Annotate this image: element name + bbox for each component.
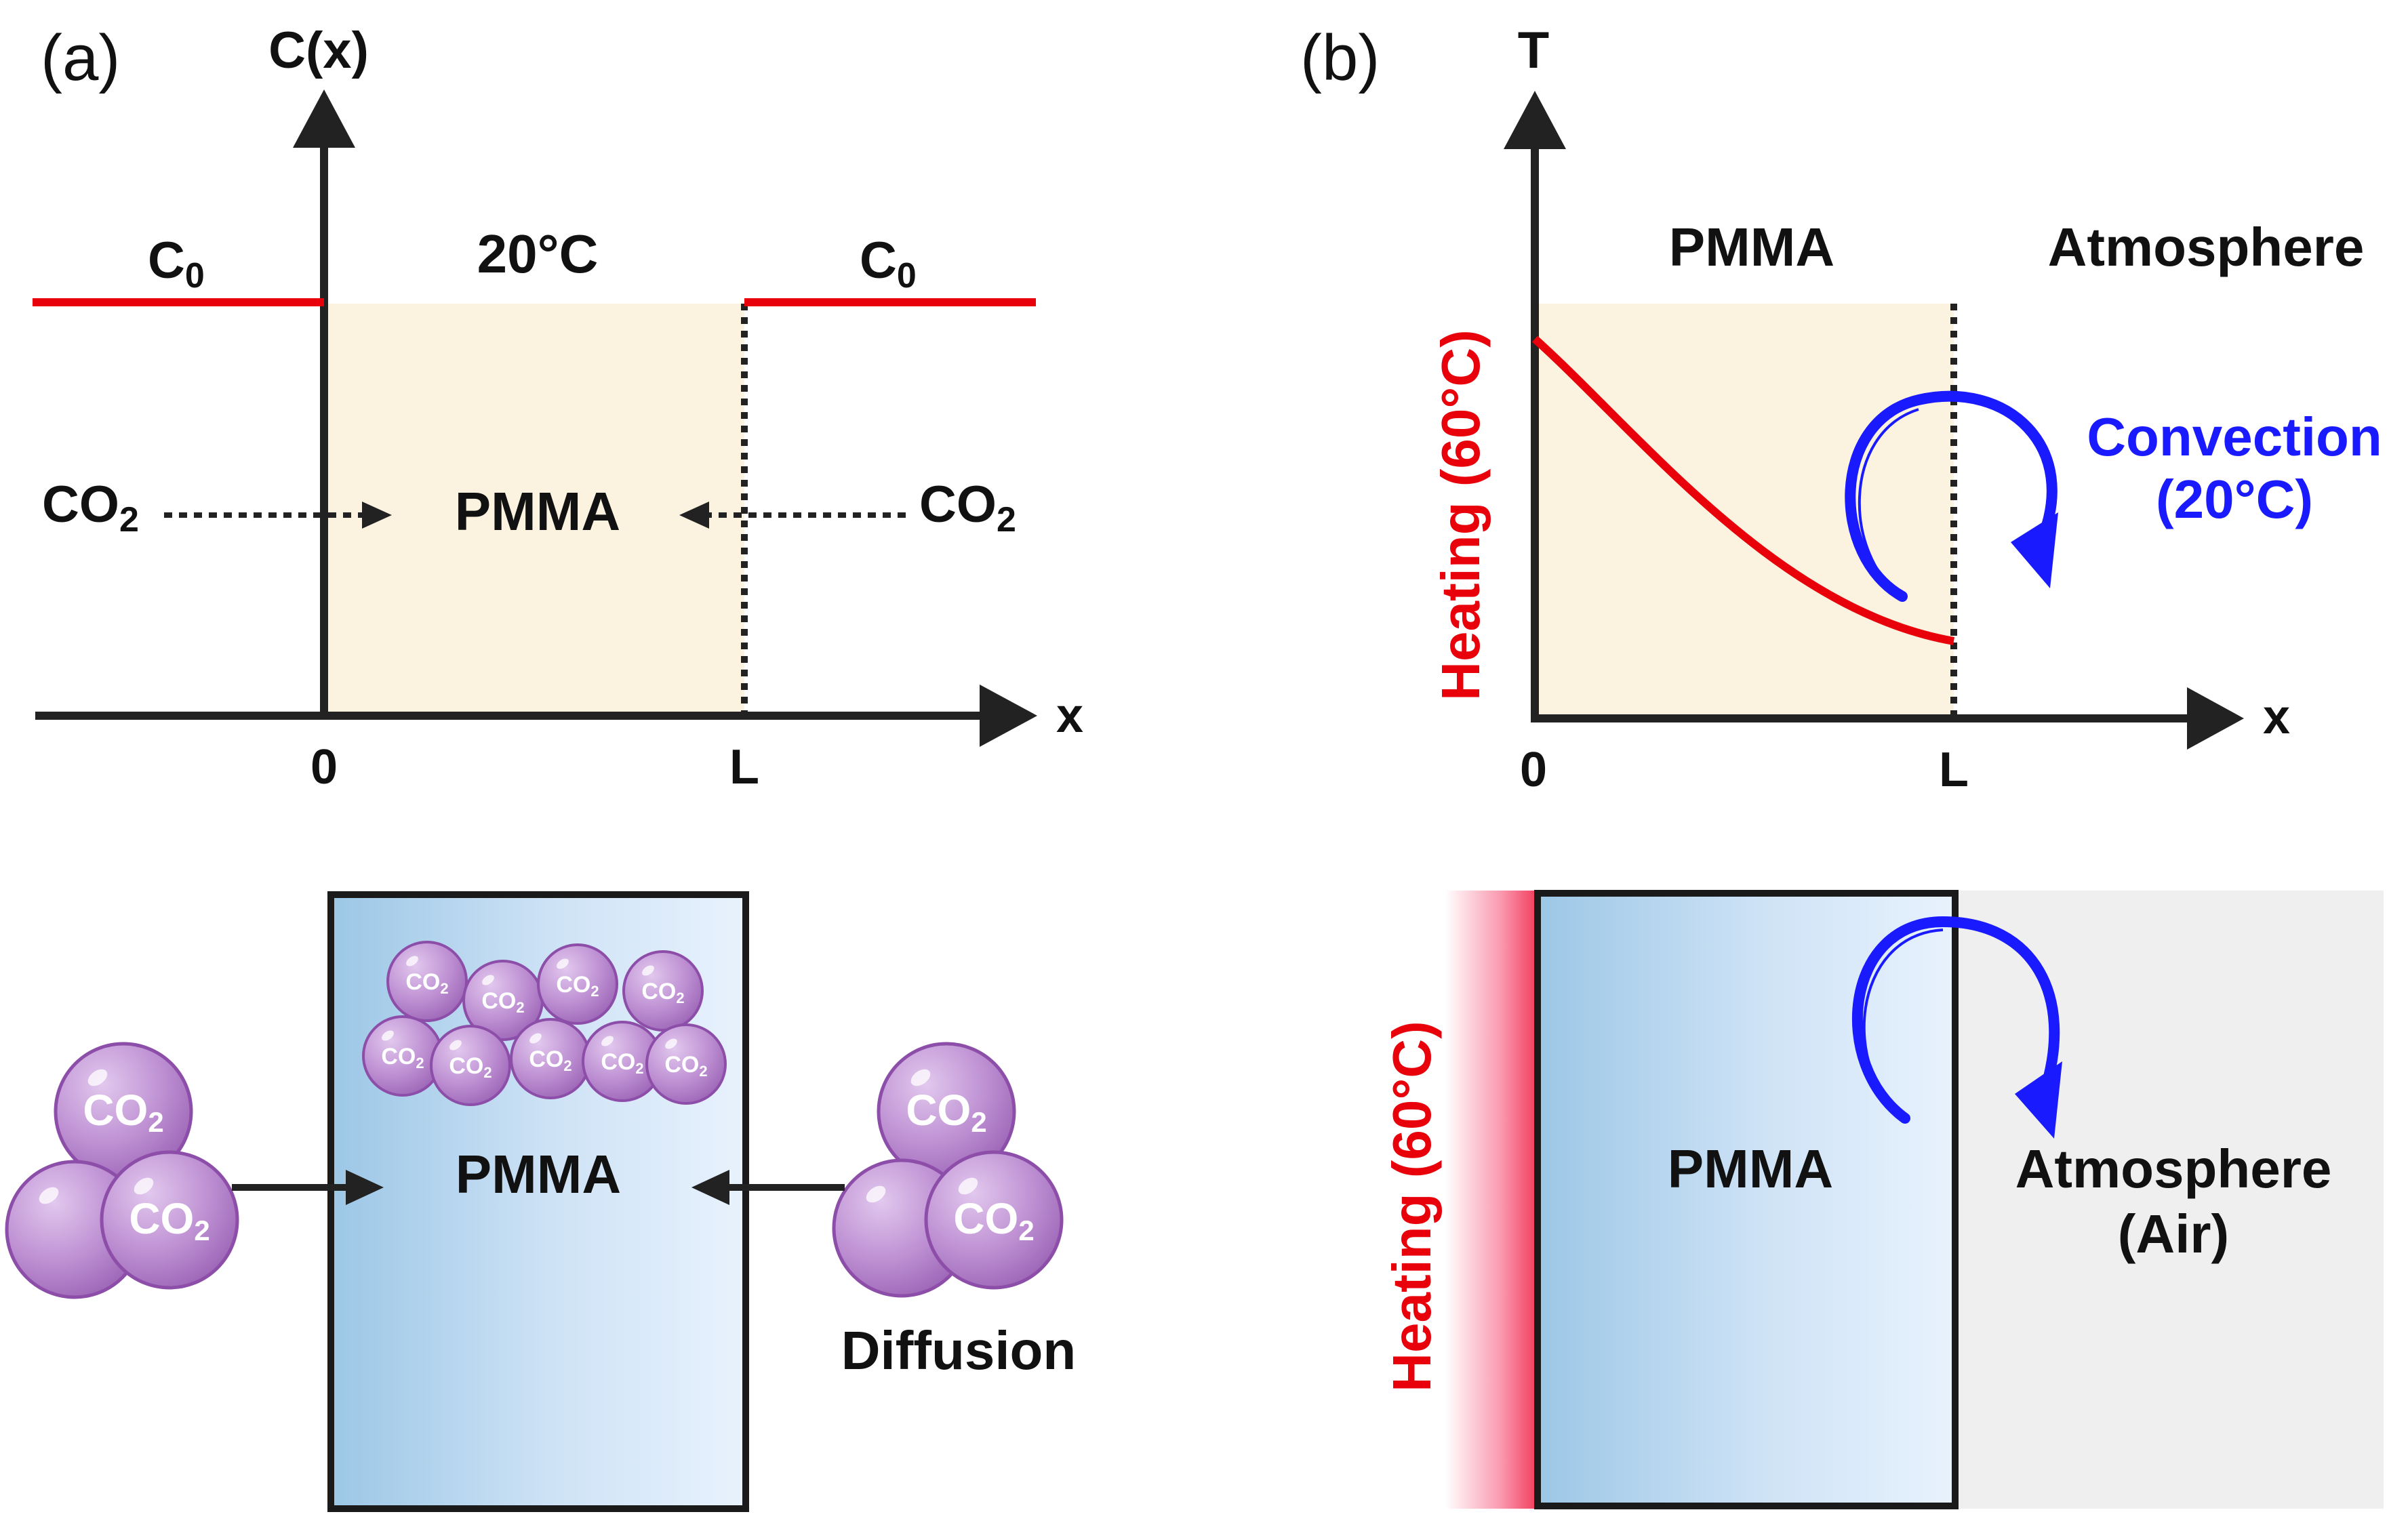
- material-label-b: PMMA: [1669, 217, 1834, 277]
- atmosphere-label: Atmosphere: [2048, 217, 2365, 277]
- y-axis-arrowhead: [293, 89, 355, 148]
- panel-b-label: (b): [1300, 22, 1380, 94]
- tick-length-b: L: [1939, 743, 1969, 797]
- heating-label: Heating (60°C): [1430, 329, 1491, 701]
- heater-region: [1445, 891, 1538, 1509]
- y-axis-b-label: T: [1518, 22, 1549, 79]
- svg-text:CO2: CO2: [664, 1052, 707, 1080]
- svg-text:CO2: CO2: [481, 988, 524, 1016]
- temperature-label: 20°C: [477, 224, 599, 284]
- atmosphere-sub-label: (Air): [2118, 1204, 2229, 1264]
- svg-text:CO2: CO2: [641, 979, 684, 1006]
- slab-label: PMMA: [456, 1144, 621, 1204]
- convection-icon-b: [1851, 916, 2062, 1139]
- pmma-slab-b: [1534, 890, 1959, 1509]
- left-concentration-label: C0: [148, 232, 205, 295]
- heating-label-b: Heating (60°C): [1382, 1021, 1442, 1392]
- panel-a-illustration: CO2 CO2 CO2 CO2 CO2 CO2 CO2 CO2 CO2 PMMA…: [7, 891, 1077, 1512]
- right-inflow-arrowhead: [691, 1170, 729, 1205]
- tick-origin: 0: [310, 740, 338, 794]
- x-axis-arrowhead: [980, 685, 1037, 747]
- panel-b-illustration: Heating (60°C) PMMA Atmosphere (Air): [1382, 890, 2384, 1509]
- pmma-region: [324, 304, 744, 716]
- convection-icon: [1845, 390, 2058, 602]
- x-axis-b-arrowhead: [2187, 687, 2244, 750]
- atmosphere-label-b: Atmosphere: [2015, 1139, 2332, 1199]
- panel-b-chart: (b) x T PMMA Atmosphere Heating (60°C) C…: [1300, 22, 2382, 797]
- panel-a-chart: (a) x C(x) C0 C0 20°C PMMA CO2: [33, 22, 1083, 794]
- left-diffusion-arrowhead: [362, 502, 392, 529]
- y-axis-b-arrowhead: [1504, 91, 1566, 149]
- pmma-region-b: [1535, 304, 1954, 718]
- tick-length: L: [729, 740, 759, 794]
- convection-label: Convection: [2087, 407, 2382, 467]
- atmosphere-region: [1956, 891, 2384, 1509]
- left-inflow-arrowhead: [346, 1170, 384, 1205]
- right-concentration-label: C0: [860, 232, 917, 295]
- y-axis-label: C(x): [268, 22, 369, 79]
- left-gas-label: CO2: [42, 476, 139, 539]
- material-label: PMMA: [455, 481, 620, 542]
- slab-label-b: PMMA: [1668, 1139, 1833, 1199]
- x-axis-label: x: [1056, 689, 1083, 743]
- tick-origin-b: 0: [1520, 743, 1547, 797]
- panel-a-label: (a): [41, 22, 120, 94]
- left-co2-molecules: CO2 CO2: [7, 1044, 237, 1297]
- absorbed-co2-cluster: CO2 CO2 CO2 CO2 CO2 CO2 CO2 CO2 CO2: [362, 941, 727, 1106]
- diffusion-label: Diffusion: [841, 1320, 1077, 1381]
- right-diffusion-arrowhead: [679, 502, 709, 529]
- convection-temp-label: (20°C): [2156, 469, 2313, 529]
- svg-text:CO2: CO2: [953, 1194, 1034, 1246]
- x-axis-b-label: x: [2263, 690, 2290, 744]
- temperature-curve: [1531, 335, 1955, 645]
- right-co2-molecules: CO2 CO2: [834, 1044, 1062, 1296]
- right-gas-label: CO2: [919, 476, 1016, 539]
